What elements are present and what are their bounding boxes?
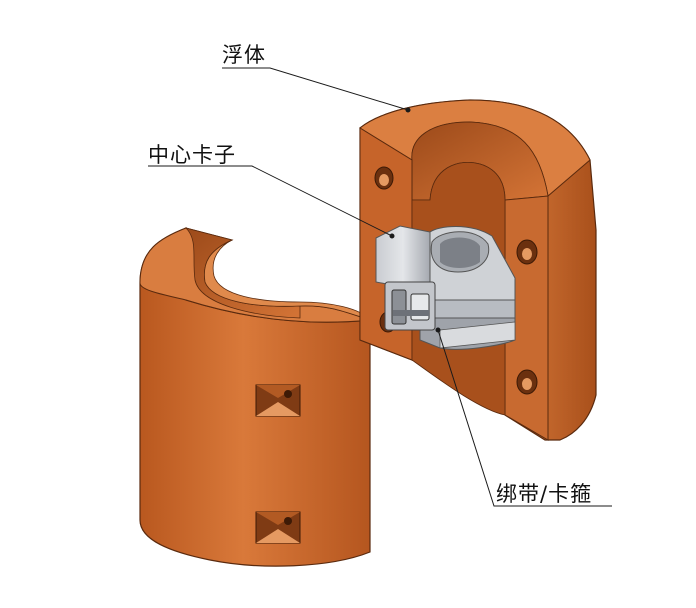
bolt-hole-right-lower: [516, 369, 538, 395]
square-recess-lower: [255, 511, 301, 544]
bolt-hole-right-upper: [516, 239, 538, 265]
leader-lines: [148, 67, 612, 507]
leader-center-clamp: [148, 165, 393, 237]
leader-strap: [437, 329, 612, 507]
square-recess-upper: [255, 384, 301, 417]
leader-float: [222, 67, 409, 111]
float-half-left: [139, 227, 372, 567]
strap-buckle: [384, 281, 436, 331]
label-center-clamp: 中心卡子: [148, 143, 236, 167]
bolt-hole-left-face: [374, 166, 394, 190]
label-strap-clamp: 绑带/卡箍: [496, 482, 593, 506]
label-float-body: 浮体: [222, 43, 266, 67]
center-clamp: [375, 225, 516, 350]
